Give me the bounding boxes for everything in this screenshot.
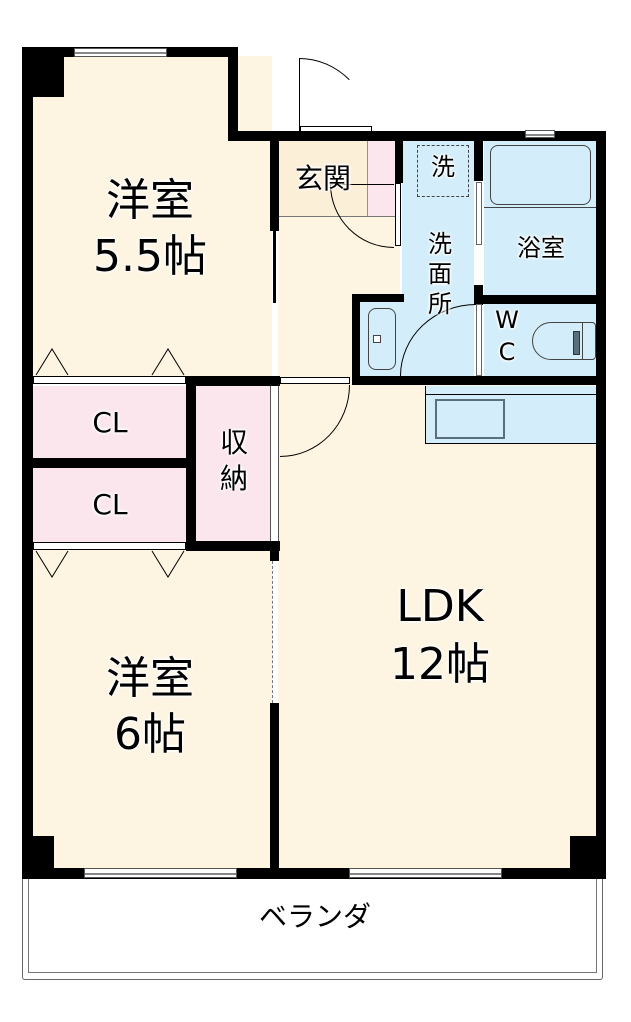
western-room-2-floor xyxy=(32,546,272,868)
washer-pan xyxy=(417,145,469,197)
storage-label-2: 納 xyxy=(219,462,248,495)
bathtub xyxy=(490,145,591,205)
window-bathroom xyxy=(525,130,555,138)
ldk-floor xyxy=(278,384,598,868)
wall-west xyxy=(22,47,33,879)
wall-bath-wc xyxy=(474,295,606,304)
column-se xyxy=(570,836,606,879)
bathroom-floor xyxy=(484,140,596,296)
balcony xyxy=(22,870,603,980)
vanity-sink xyxy=(368,308,396,370)
wall-washroom-sink-top xyxy=(352,294,404,302)
window-south-ldk xyxy=(349,868,502,878)
wall-room1-east-upper xyxy=(270,131,279,231)
kitchen-counter xyxy=(425,386,597,444)
balcony-label: ベランダ xyxy=(258,900,371,933)
western-room-1-size: 5.5帖 xyxy=(93,231,207,282)
western-room-1-floor-ext xyxy=(32,56,237,146)
wall-closet-top xyxy=(186,376,280,386)
closet-1-label: CL xyxy=(92,406,128,439)
storage-floor xyxy=(196,386,272,542)
closet-1-bifold-icon xyxy=(35,348,185,376)
bathroom-label: 浴室 xyxy=(517,234,565,262)
wall-room1-east-mid xyxy=(273,231,276,303)
front-door-swing xyxy=(299,58,371,132)
wall-east xyxy=(596,131,606,879)
western-room-1-name: 洋室 xyxy=(106,175,194,226)
wall-storage-bottom xyxy=(186,541,280,551)
closet-1-floor xyxy=(32,386,188,462)
closet-2-label: CL xyxy=(92,488,128,521)
washroom-label-1: 洗 xyxy=(428,230,452,258)
ldk-size: 12帖 xyxy=(390,639,490,690)
storage-label-1: 収 xyxy=(219,426,248,459)
wall-room2-ldk-lower xyxy=(270,703,279,873)
wall-south xyxy=(22,868,606,879)
wall-notch-vertical xyxy=(228,47,238,140)
wall-closet-divider xyxy=(32,458,192,468)
closet-2-floor xyxy=(32,468,188,544)
wall-washroom-sink-left xyxy=(352,294,360,384)
storage-sliding-door xyxy=(270,386,279,541)
toilet-fixture xyxy=(532,322,596,360)
column-sw xyxy=(22,836,54,879)
western-room-2-name: 洋室 xyxy=(106,653,194,704)
washer-label: 洗 xyxy=(431,153,455,181)
western-room-2-size: 6帖 xyxy=(114,709,186,760)
toilet-label-2: C xyxy=(498,338,516,366)
wall-wet-south xyxy=(352,376,606,385)
washroom-label-3: 所 xyxy=(428,290,452,318)
wall-closet-east xyxy=(186,376,196,551)
ldk-name: LDK xyxy=(396,581,484,632)
washroom-label-2: 面 xyxy=(428,260,452,288)
toilet-label-1: W xyxy=(495,306,519,334)
entrance-label: 玄関 xyxy=(294,162,351,195)
window-north-room1 xyxy=(74,48,167,57)
kitchen-sink xyxy=(435,399,505,439)
wall-washroom-bath xyxy=(474,131,483,181)
closet-2-bifold-icon xyxy=(35,550,185,578)
window-south-room2 xyxy=(84,868,237,878)
wall-north-right xyxy=(228,131,606,141)
wall-entrance-washroom xyxy=(395,131,403,183)
wall-room2-ldk xyxy=(270,541,279,561)
